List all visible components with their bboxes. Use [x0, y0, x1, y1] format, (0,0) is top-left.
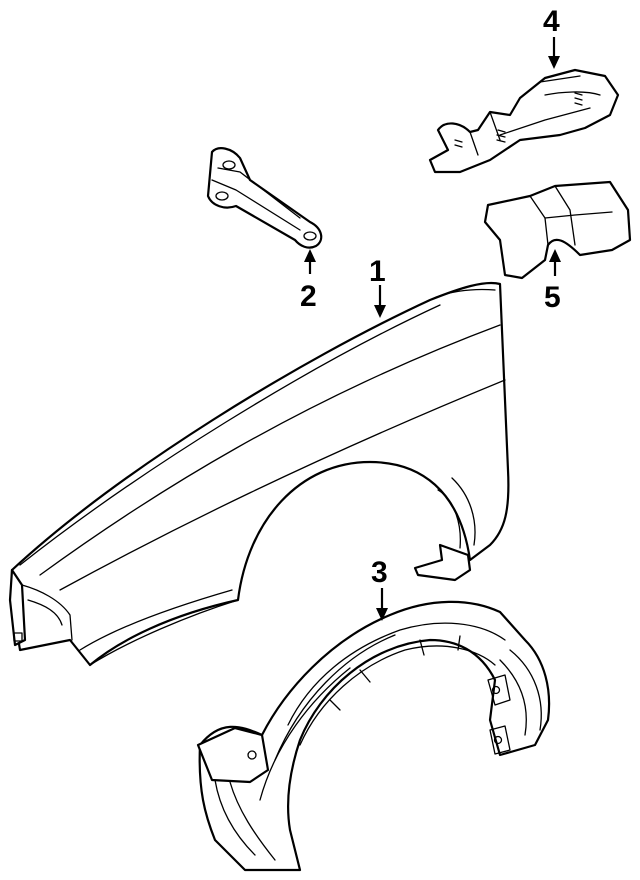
callout-5-label: 5	[544, 281, 561, 314]
callout-1: 1	[369, 255, 386, 318]
callout-4: 4	[543, 5, 560, 69]
callout-3-label: 3	[371, 556, 388, 589]
part-3-liner[interactable]	[196, 600, 551, 872]
callout-3: 3	[371, 556, 388, 621]
callout-2: 2	[300, 249, 317, 313]
part-2-bracket[interactable]	[206, 147, 323, 249]
callout-2-label: 2	[300, 280, 317, 313]
part-1-fender[interactable]	[8, 281, 510, 667]
callout-5: 5	[544, 249, 561, 314]
callout-4-label: 4	[543, 5, 560, 38]
part-5-panel[interactable]	[483, 180, 632, 280]
callout-1-label: 1	[369, 255, 386, 288]
part-4-shield[interactable]	[428, 68, 620, 174]
